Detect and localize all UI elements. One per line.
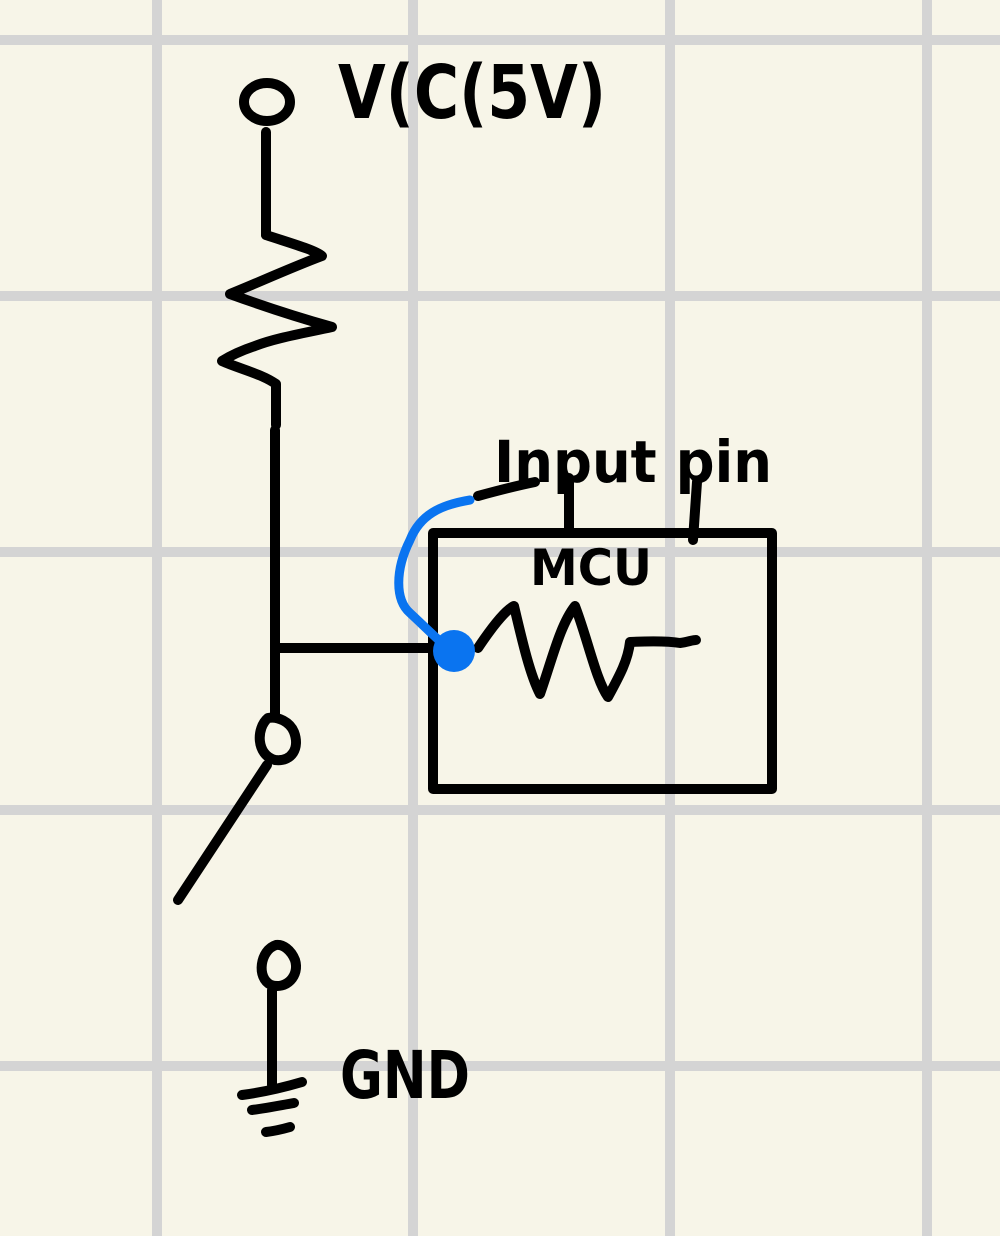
mcu-box bbox=[428, 528, 777, 794]
mcu-label: MCU bbox=[530, 539, 652, 597]
mcu-internal-resistor bbox=[473, 601, 701, 702]
gnd-terminal bbox=[256, 939, 301, 991]
vcc-terminal bbox=[239, 78, 295, 126]
pull-up-resistor bbox=[217, 230, 337, 430]
ground-symbol bbox=[237, 1077, 307, 1137]
input-pin-label: Input pin bbox=[494, 428, 772, 496]
input-pin-pointer bbox=[473, 473, 702, 545]
switch-terminal bbox=[254, 712, 301, 766]
gnd-label: GND bbox=[340, 1037, 470, 1114]
highlight-loop bbox=[394, 495, 475, 657]
vcc-label: V(C(5V) bbox=[338, 50, 606, 136]
switch-lever bbox=[173, 760, 272, 905]
input-pin-dot bbox=[433, 630, 475, 672]
